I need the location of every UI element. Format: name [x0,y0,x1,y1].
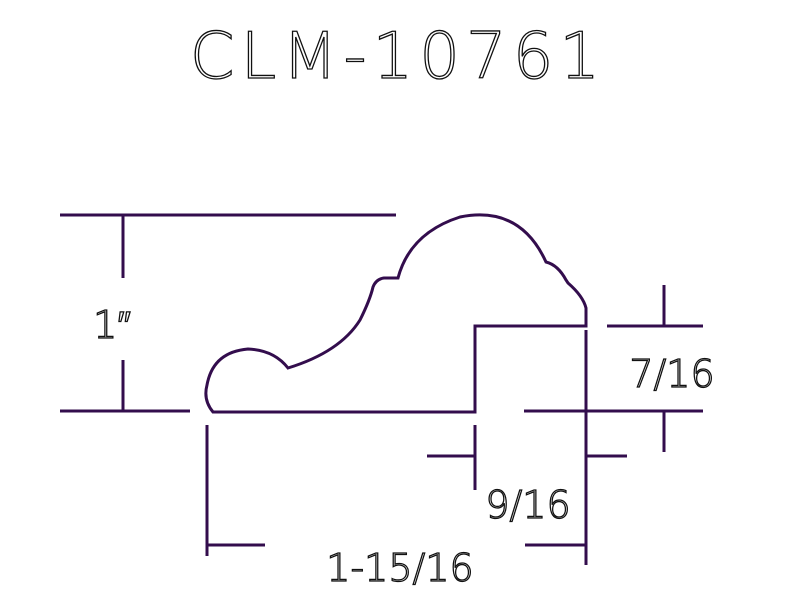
step-width-label: 9/16 [485,483,570,527]
molding-profile [204,213,588,414]
part-number-title: CLM-10761 [190,20,606,94]
total-width-label: 1-15/16 [326,546,473,590]
right-height-label: 7/16 [629,352,714,396]
height-label: 1″ [93,303,131,347]
